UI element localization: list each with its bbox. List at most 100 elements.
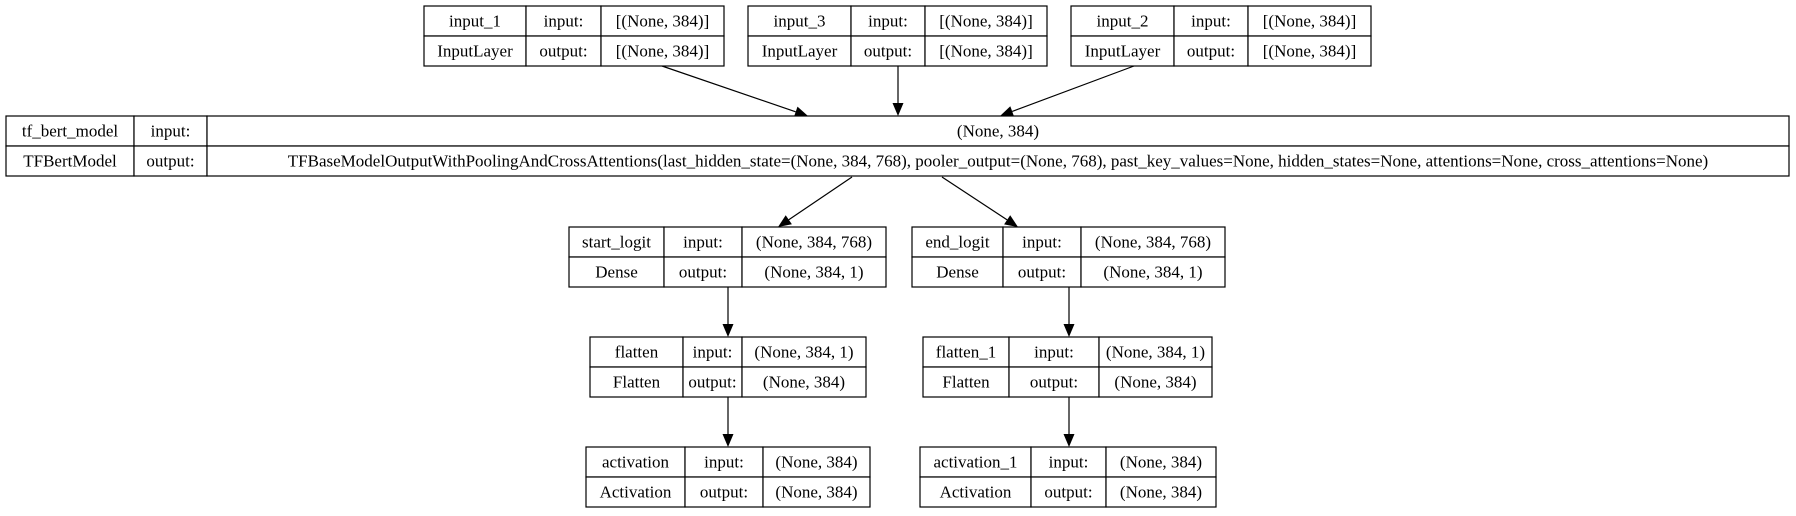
edge-line bbox=[941, 176, 1008, 221]
output-shape: (None, 384) bbox=[763, 373, 845, 392]
input-label: input: bbox=[1034, 343, 1074, 362]
output-label: output: bbox=[539, 42, 587, 61]
input-label-cell bbox=[525, 5, 602, 37]
output-label-cell bbox=[1002, 256, 1082, 288]
edge-tf-bert-model-to-start-logit bbox=[778, 176, 853, 227]
output-shape-cell bbox=[206, 145, 1790, 177]
layer-type: InputLayer bbox=[1085, 42, 1161, 61]
layer-type: Dense bbox=[936, 263, 978, 282]
output-shape: (None, 384, 1) bbox=[764, 263, 863, 282]
layer-type: TFBertModel bbox=[23, 152, 117, 171]
node-type-cell bbox=[589, 366, 684, 398]
input-shape: (None, 384) bbox=[957, 122, 1039, 141]
layer-type: Activation bbox=[600, 483, 672, 502]
layer-type: InputLayer bbox=[762, 42, 838, 61]
input-shape-cell bbox=[924, 5, 1048, 37]
input-shape: (None, 384, 1) bbox=[1106, 343, 1205, 362]
layer-name: input_3 bbox=[774, 12, 826, 31]
output-label: output: bbox=[1018, 263, 1066, 282]
edge-line bbox=[1011, 65, 1135, 113]
input-shape: (None, 384, 1) bbox=[754, 343, 853, 362]
output-label-cell bbox=[1173, 35, 1249, 67]
input-label: input: bbox=[693, 343, 733, 362]
input-shape: (None, 384, 768) bbox=[756, 233, 872, 252]
node-type-cell bbox=[1070, 35, 1175, 67]
node-name-cell bbox=[5, 115, 135, 147]
edge-line bbox=[788, 176, 853, 221]
arrowhead bbox=[892, 103, 904, 116]
output-shape: (None, 384) bbox=[775, 483, 857, 502]
layer-type: Activation bbox=[940, 483, 1012, 502]
layer-name: start_logit bbox=[582, 233, 651, 252]
node-type-cell bbox=[922, 366, 1010, 398]
output-label: output: bbox=[1187, 42, 1235, 61]
input-shape: (None, 384) bbox=[1120, 453, 1202, 472]
output-shape: [(None, 384)] bbox=[616, 42, 709, 61]
node-name-cell bbox=[589, 336, 684, 368]
output-shape-cell bbox=[1098, 366, 1213, 398]
input-label: input: bbox=[1022, 233, 1062, 252]
output-shape-cell bbox=[1080, 256, 1226, 288]
input-label-cell bbox=[1002, 226, 1082, 258]
layer-name: input_2 bbox=[1097, 12, 1149, 31]
input-shape: [(None, 384)] bbox=[939, 12, 1032, 31]
output-shape: (None, 384) bbox=[1114, 373, 1196, 392]
layer-type: Flatten bbox=[613, 373, 661, 392]
edge-input-3-to-tf-bert-model bbox=[892, 66, 904, 116]
layer-name: activation bbox=[602, 453, 670, 472]
input-shape-cell bbox=[1247, 5, 1372, 37]
arrowhead bbox=[1063, 434, 1075, 447]
layer-type: Dense bbox=[595, 263, 637, 282]
input-label: input: bbox=[1049, 453, 1089, 472]
input-label: input: bbox=[868, 12, 908, 31]
input-shape: (None, 384, 768) bbox=[1095, 233, 1211, 252]
output-label: output: bbox=[688, 373, 736, 392]
output-shape: TFBaseModelOutputWithPoolingAndCrossAtte… bbox=[288, 152, 1708, 171]
input-label: input: bbox=[544, 12, 584, 31]
output-label: output: bbox=[1030, 373, 1078, 392]
output-label: output: bbox=[146, 152, 194, 171]
layer-node-activation: activationActivationinput:output:(None, … bbox=[585, 446, 871, 508]
output-label-cell bbox=[684, 476, 764, 508]
output-label-cell bbox=[1030, 476, 1107, 508]
node-type-cell bbox=[747, 35, 852, 67]
output-label: output: bbox=[1044, 483, 1092, 502]
input-shape: [(None, 384)] bbox=[616, 12, 709, 31]
layer-name: activation_1 bbox=[933, 453, 1017, 472]
input-shape-cell bbox=[762, 446, 871, 478]
node-name-cell bbox=[585, 446, 686, 478]
output-shape: (None, 384, 1) bbox=[1103, 263, 1202, 282]
input-label-cell bbox=[1008, 336, 1100, 368]
output-label-cell bbox=[663, 256, 743, 288]
arrowhead bbox=[722, 324, 734, 337]
output-shape-cell bbox=[924, 35, 1048, 67]
input-label: input: bbox=[1191, 12, 1231, 31]
arrowhead bbox=[722, 434, 734, 447]
output-shape-cell bbox=[600, 35, 725, 67]
output-label: output: bbox=[700, 483, 748, 502]
output-shape-cell bbox=[1105, 476, 1217, 508]
node-type-cell bbox=[911, 256, 1004, 288]
input-label-cell bbox=[850, 5, 926, 37]
output-label: output: bbox=[679, 263, 727, 282]
input-shape-cell bbox=[206, 115, 1790, 147]
input-shape: (None, 384) bbox=[775, 453, 857, 472]
edge-line bbox=[661, 65, 796, 113]
edges-layer bbox=[661, 65, 1135, 447]
output-shape-cell bbox=[1247, 35, 1372, 67]
input-shape-cell bbox=[600, 5, 725, 37]
node-type-cell bbox=[585, 476, 686, 508]
edge-start-logit-to-flatten bbox=[722, 287, 734, 337]
layer-name: flatten_1 bbox=[936, 343, 996, 362]
node-name-cell bbox=[922, 336, 1010, 368]
edge-input-2-to-tf-bert-model bbox=[1000, 65, 1135, 117]
layer-name: end_logit bbox=[925, 233, 989, 252]
arrowhead bbox=[778, 215, 792, 227]
arrowhead bbox=[1000, 106, 1015, 117]
output-label-cell bbox=[133, 145, 208, 177]
